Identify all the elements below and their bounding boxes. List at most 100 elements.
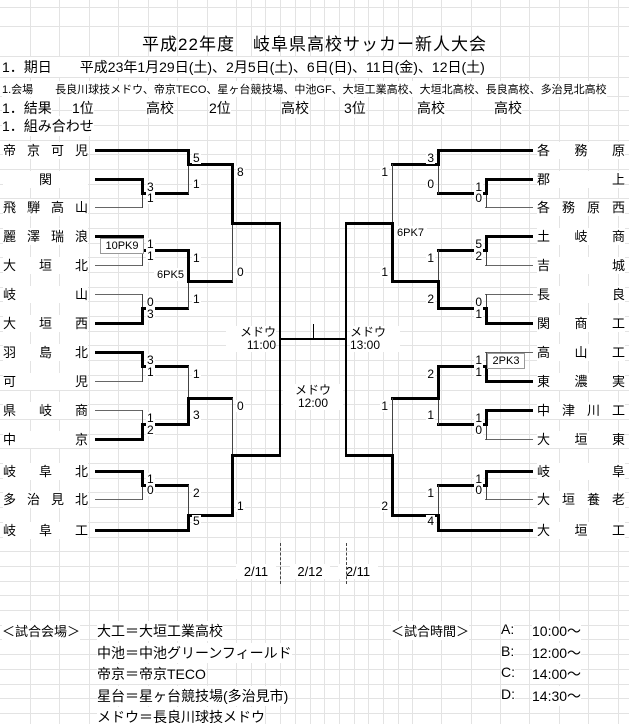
- match-score: 1: [426, 486, 435, 500]
- match-score: 2: [380, 499, 389, 513]
- team-name-char: 北: [74, 491, 88, 507]
- results-item: 高校: [494, 98, 522, 118]
- grid-col-line: [309, 0, 311, 724]
- grid-col-line: [470, 0, 472, 724]
- team-name-char: 澤: [26, 228, 40, 244]
- team-name-char: 務: [574, 142, 588, 158]
- winner-line: [391, 513, 439, 517]
- match-junction: [141, 484, 143, 500]
- match-score: 0: [474, 191, 483, 205]
- date-separator: [345, 543, 347, 584]
- match-junction: [484, 177, 488, 195]
- time-slot-label: B:: [501, 642, 515, 659]
- match-junction: [485, 351, 487, 367]
- team-name-char: 吉: [537, 257, 551, 273]
- team-line: [95, 264, 143, 266]
- match-score: 1: [146, 472, 155, 486]
- team-name: 飛騨高山: [3, 198, 88, 216]
- team-name: 吉城: [537, 256, 625, 274]
- match-junction: [141, 249, 143, 266]
- match-junction: [484, 234, 488, 252]
- match-score: 3: [146, 353, 155, 367]
- match-score: 0: [474, 423, 483, 437]
- team-name: 可児: [3, 372, 88, 390]
- match-score: 3: [426, 151, 435, 165]
- results-item: 高校: [146, 98, 174, 118]
- match-score: 2: [474, 249, 483, 263]
- team-name-char: 岐: [3, 522, 17, 538]
- team-name: 大垣東: [537, 430, 625, 448]
- team-name-char: 郡: [537, 171, 551, 187]
- time-slot-label: C:: [501, 664, 515, 680]
- match-score: 1: [474, 353, 483, 367]
- venue-item: 星台＝星ヶ台競技場(多治見市): [97, 685, 289, 706]
- winner-line: [141, 364, 189, 368]
- grid-col-line: [338, 0, 340, 724]
- grid-row-line: [0, 7, 629, 9]
- team-name-char: 各: [537, 142, 551, 158]
- winner-line: [437, 483, 487, 487]
- match-score: 1: [146, 191, 155, 205]
- time-slot-value: 10:00～: [532, 621, 582, 641]
- team-line: [95, 177, 143, 181]
- match-score: 1: [192, 292, 201, 306]
- match-date: 2/11: [236, 564, 276, 579]
- time-slot-value: 14:30～: [532, 685, 582, 706]
- team-line: [95, 380, 143, 382]
- grid-row-line: [0, 169, 629, 170]
- grid-row-line: [0, 316, 629, 317]
- match-junction: [187, 280, 189, 309]
- match-junction: [231, 397, 233, 456]
- match-score: 2: [146, 423, 155, 437]
- match-junction: [231, 222, 233, 282]
- team-line: [485, 264, 533, 266]
- match-junction: [186, 396, 190, 426]
- grid-row-line: [0, 198, 629, 200]
- team-line: [95, 437, 143, 441]
- team-name-char: 北: [74, 257, 88, 273]
- team-name-char: 原: [586, 199, 600, 215]
- match-score: 0: [236, 399, 245, 413]
- match-junction: [485, 484, 487, 500]
- team-line: [95, 528, 189, 532]
- team-line: [437, 148, 533, 152]
- match-score: 1: [192, 251, 201, 265]
- team-name: 県岐商: [3, 401, 88, 419]
- team-name-char: 老: [611, 491, 625, 507]
- match-junction: [140, 422, 144, 441]
- team-line: [95, 321, 143, 325]
- times-legend-title: ＜試合時間＞: [391, 621, 470, 640]
- team-line: [485, 206, 533, 208]
- grid-row-line: [0, 507, 629, 509]
- match-score: 8: [236, 165, 245, 179]
- match-score: 0: [474, 483, 483, 497]
- team-name-char: 工: [611, 315, 625, 331]
- grid-row-line: [0, 286, 629, 288]
- match-junction: [230, 162, 234, 225]
- match-score: 1: [380, 265, 389, 279]
- match-score: 1: [192, 367, 201, 381]
- team-name-char: 高: [537, 344, 551, 360]
- match-score: 2: [426, 292, 435, 306]
- grid-col-line: [353, 0, 355, 724]
- team-name-char: 原: [611, 142, 625, 158]
- grid-row-line: [0, 624, 629, 626]
- team-name: 大垣北: [3, 256, 88, 274]
- team-name-char: 中: [537, 402, 551, 418]
- match-junction: [140, 177, 144, 195]
- team-name-char: 垣: [38, 257, 52, 273]
- team-name-char: 関: [38, 171, 52, 187]
- match-junction: [390, 221, 394, 283]
- match-score: 1: [474, 411, 483, 425]
- grid-row-line: [0, 610, 629, 611]
- results-item: 高校: [417, 98, 445, 118]
- grid-row-line: [0, 639, 629, 641]
- match-score: 1: [474, 472, 483, 486]
- team-name: 岐山: [3, 285, 88, 303]
- team-line: [95, 293, 143, 295]
- grid-col-line: [250, 0, 252, 724]
- grid-row-line: [0, 521, 629, 523]
- team-line: [485, 408, 533, 412]
